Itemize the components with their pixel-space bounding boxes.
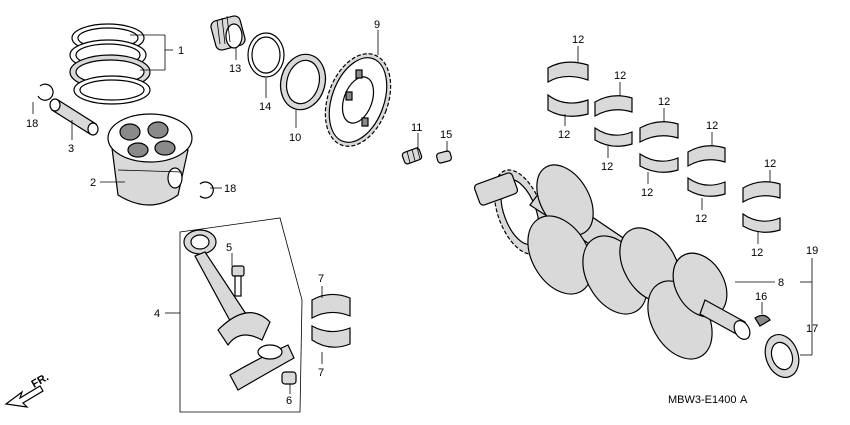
callout-8: 8 xyxy=(778,277,784,289)
callout-7-lower: 7 xyxy=(318,367,324,379)
callout-13: 13 xyxy=(229,63,241,75)
callout-10: 10 xyxy=(289,132,301,144)
callout-12-f: 12 xyxy=(641,187,653,199)
connecting-rod xyxy=(183,229,271,347)
gear-sprocket xyxy=(324,53,392,147)
callout-19: 19 xyxy=(806,245,818,257)
piston xyxy=(107,113,193,206)
callout-12-e: 12 xyxy=(658,96,670,108)
front-label: FR. xyxy=(30,371,51,390)
end-bearing xyxy=(764,334,800,378)
crankshaft xyxy=(473,164,751,360)
key xyxy=(754,314,771,327)
front-arrow-icon xyxy=(4,385,44,408)
rod-cap xyxy=(229,344,295,391)
callout-18-lower: 18 xyxy=(224,183,236,195)
callout-7-upper: 7 xyxy=(318,273,324,285)
spring xyxy=(401,146,423,165)
rod-bearing-upper xyxy=(311,293,351,320)
callout-14: 14 xyxy=(259,101,271,113)
callout-2: 2 xyxy=(90,177,96,189)
callout-3: 3 xyxy=(68,143,74,155)
rod-nut xyxy=(281,371,297,385)
needle-bearing xyxy=(210,15,246,51)
clip-lower xyxy=(199,181,214,199)
callout-16: 16 xyxy=(755,291,767,303)
circlip xyxy=(247,32,285,78)
callout-5: 5 xyxy=(226,242,232,254)
callout-12-d: 12 xyxy=(601,161,613,173)
rod-bolt xyxy=(231,265,245,297)
callout-17: 17 xyxy=(806,323,818,335)
callout-12-a: 12 xyxy=(572,34,584,46)
rod-bearing-lower xyxy=(311,324,351,348)
clip-upper xyxy=(37,83,54,101)
callout-18-upper: 18 xyxy=(26,118,38,130)
piston-pin xyxy=(49,98,99,136)
callout-11: 11 xyxy=(411,122,422,134)
callout-12-j: 12 xyxy=(751,247,763,259)
conrod-frame xyxy=(179,217,303,413)
diagram-code-suffix: A xyxy=(740,394,748,406)
callout-15: 15 xyxy=(440,129,452,141)
callout-12-h: 12 xyxy=(695,213,707,225)
callout-12-c: 12 xyxy=(614,70,626,82)
callout-4: 4 xyxy=(154,308,160,320)
callout-6: 6 xyxy=(286,395,292,407)
callout-1: 1 xyxy=(178,45,184,57)
main-bearings xyxy=(547,61,781,233)
callout-12-b: 12 xyxy=(558,129,570,141)
dowel-pin xyxy=(436,150,452,164)
callout-12-g: 12 xyxy=(706,120,718,132)
piston-rings xyxy=(69,23,151,105)
washer xyxy=(279,53,327,111)
callout-9: 9 xyxy=(374,19,380,31)
diagram-code: MBW3-E1400 xyxy=(668,394,736,406)
callout-12-i: 12 xyxy=(764,158,776,170)
